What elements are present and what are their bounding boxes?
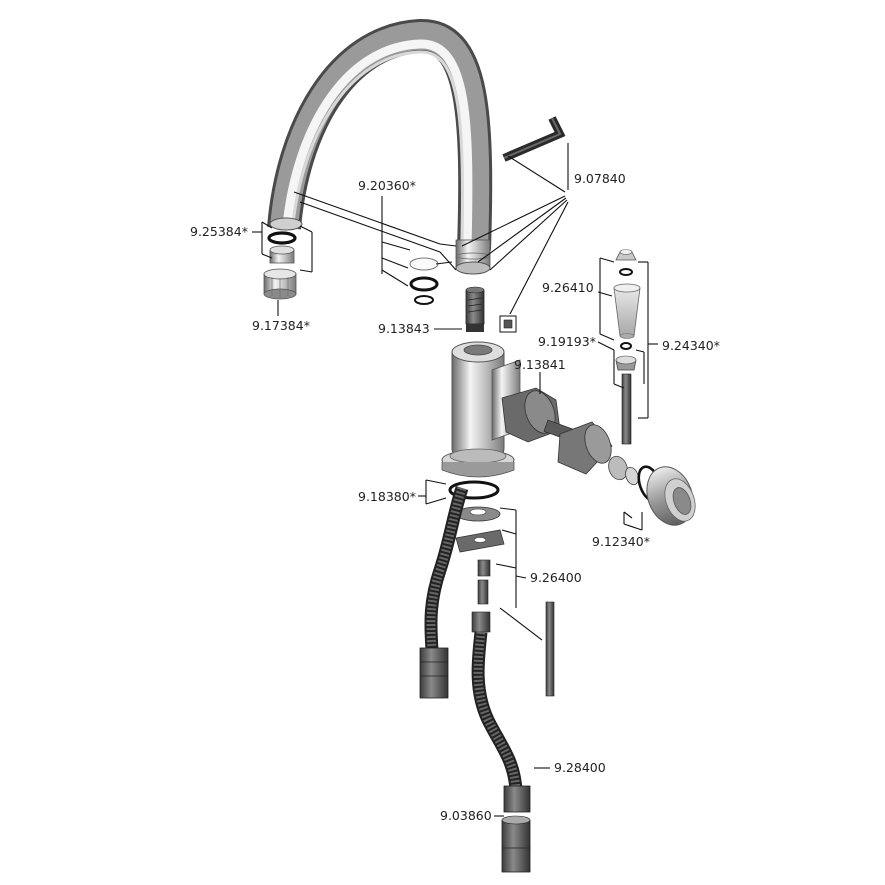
base-threaded-rod: [545, 601, 555, 697]
cartridge: [501, 387, 577, 443]
label-9-28400: 9.28400: [554, 760, 606, 775]
label-9-17384: 9.17384*: [252, 318, 310, 333]
lever-rod: [621, 373, 632, 445]
handle-cap: [646, 466, 696, 526]
lever-knob: [615, 249, 637, 261]
base-stud-short: [477, 579, 489, 605]
label-9-24340: 9.24340*: [662, 338, 720, 353]
lever-nut: [615, 355, 637, 371]
label-9-12340: 9.12340*: [592, 534, 650, 549]
label-9-18380: 9.18380*: [358, 489, 416, 504]
spout: [267, 19, 493, 275]
base-stud-nut: [477, 559, 491, 577]
label-9-13841: 9.13841: [514, 357, 566, 372]
spout-seal: [269, 245, 295, 264]
hose-adapter: [501, 815, 531, 873]
base-plate: [455, 529, 505, 553]
aerator: [263, 268, 297, 300]
flexible-hose-right: [471, 611, 531, 813]
label-9-26400: 9.26400: [530, 570, 582, 585]
body-spindle: [465, 286, 485, 332]
label-9-13843: 9.13843: [378, 321, 430, 336]
lever-oring-bottom: [620, 342, 632, 350]
label-9-20360: 9.20360*: [358, 178, 416, 193]
cartridge-sleeve: [557, 421, 613, 475]
spout-seal-rings: [409, 257, 439, 305]
allen-key: [502, 116, 566, 162]
spout-oring: [267, 231, 297, 245]
leader-lines: [252, 143, 658, 817]
label-9-26410: 9.26410: [542, 280, 594, 295]
base-gasket: [455, 506, 501, 522]
lever-oring-top: [619, 268, 633, 276]
label-9-19193: 9.19193*: [538, 334, 596, 349]
grub-screw: [499, 315, 517, 333]
flexible-hose-left: [419, 486, 469, 699]
base-oring: [448, 480, 500, 500]
label-9-03860: 9.03860: [440, 808, 492, 823]
label-9-07840: 9.07840: [574, 171, 626, 186]
lever-cone: [613, 283, 641, 339]
label-9-25384: 9.25384*: [190, 224, 248, 239]
handle-insert: [608, 455, 639, 486]
